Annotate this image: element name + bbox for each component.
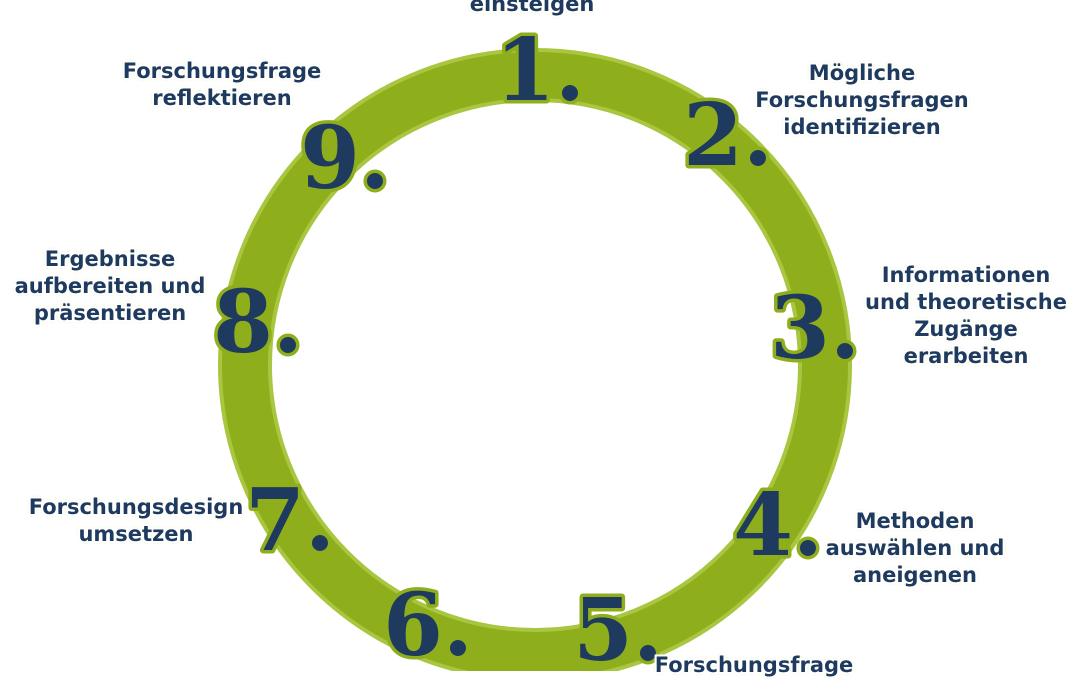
step-4-label-line: aneigenen: [853, 563, 977, 587]
step-3-label-line: und theoretische: [865, 290, 1067, 314]
step-3-number: 3.: [770, 278, 860, 379]
step-4-number: 4.: [733, 475, 823, 576]
step-1-number: 1.: [495, 20, 585, 121]
step-5-number: 5.: [573, 580, 663, 671]
cycle-ring: [222, 52, 848, 671]
step-9-label-line: Forschungsfrage: [122, 59, 322, 83]
step-3-label-line: erarbeiten: [903, 344, 1029, 368]
step-8-label-line: präsentieren: [33, 301, 187, 325]
step-1-label-line: einsteigen: [469, 0, 595, 16]
step-7-label: Forschungsdesign umsetzen: [29, 494, 244, 548]
step-7-label-line: umsetzen: [78, 522, 194, 546]
step-5-label: Forschungsfrage: [655, 652, 854, 679]
step-2-label-line: Mögliche: [808, 61, 916, 85]
step-6-number: 6.: [383, 575, 473, 671]
step-2-label-line: Forschungsfragen: [755, 88, 969, 112]
step-7-label-line: Forschungsdesign: [28, 495, 244, 519]
step-numbers: 1. 2. 3. 4. 5. 6. 7. 8. 9.: [210, 17, 864, 672]
step-4-label: Methoden auswählen und aneigenen: [826, 508, 1005, 589]
step-9-number: 9.: [300, 108, 390, 209]
step-8-label: Ergebnisse aufbereiten und präsentieren: [15, 246, 206, 327]
step-3-label-line: Zugänge: [914, 317, 1018, 341]
step-2-number: 2.: [683, 85, 773, 186]
step-4-label-line: Methoden: [855, 509, 975, 533]
step-8-label-line: aufbereiten und: [14, 274, 206, 298]
step-5-label-line: Forschungsfrage: [654, 653, 854, 677]
step-8-label-line: Ergebnisse: [44, 247, 176, 271]
step-9-label-line: reflektieren: [152, 86, 292, 110]
step-8-number: 8.: [213, 272, 303, 373]
step-1-label: einsteigen: [470, 0, 595, 18]
step-9-label: Forschungsfrage reflektieren: [123, 58, 322, 112]
step-2-label-line: identifizieren: [783, 115, 941, 139]
step-7-number: 7.: [245, 470, 335, 571]
step-3-label-line: Informationen: [881, 263, 1051, 287]
step-4-label-line: auswählen und: [825, 536, 1005, 560]
